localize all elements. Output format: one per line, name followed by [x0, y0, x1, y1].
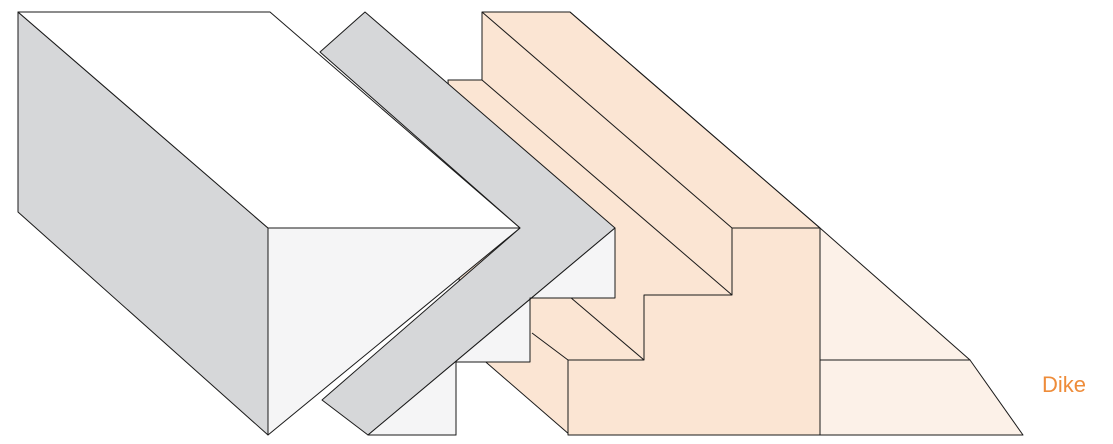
dike-front-face [820, 360, 1023, 435]
dike-top-face [820, 228, 970, 360]
dike-label: Dike [1042, 372, 1086, 398]
dike-block [820, 228, 1023, 435]
